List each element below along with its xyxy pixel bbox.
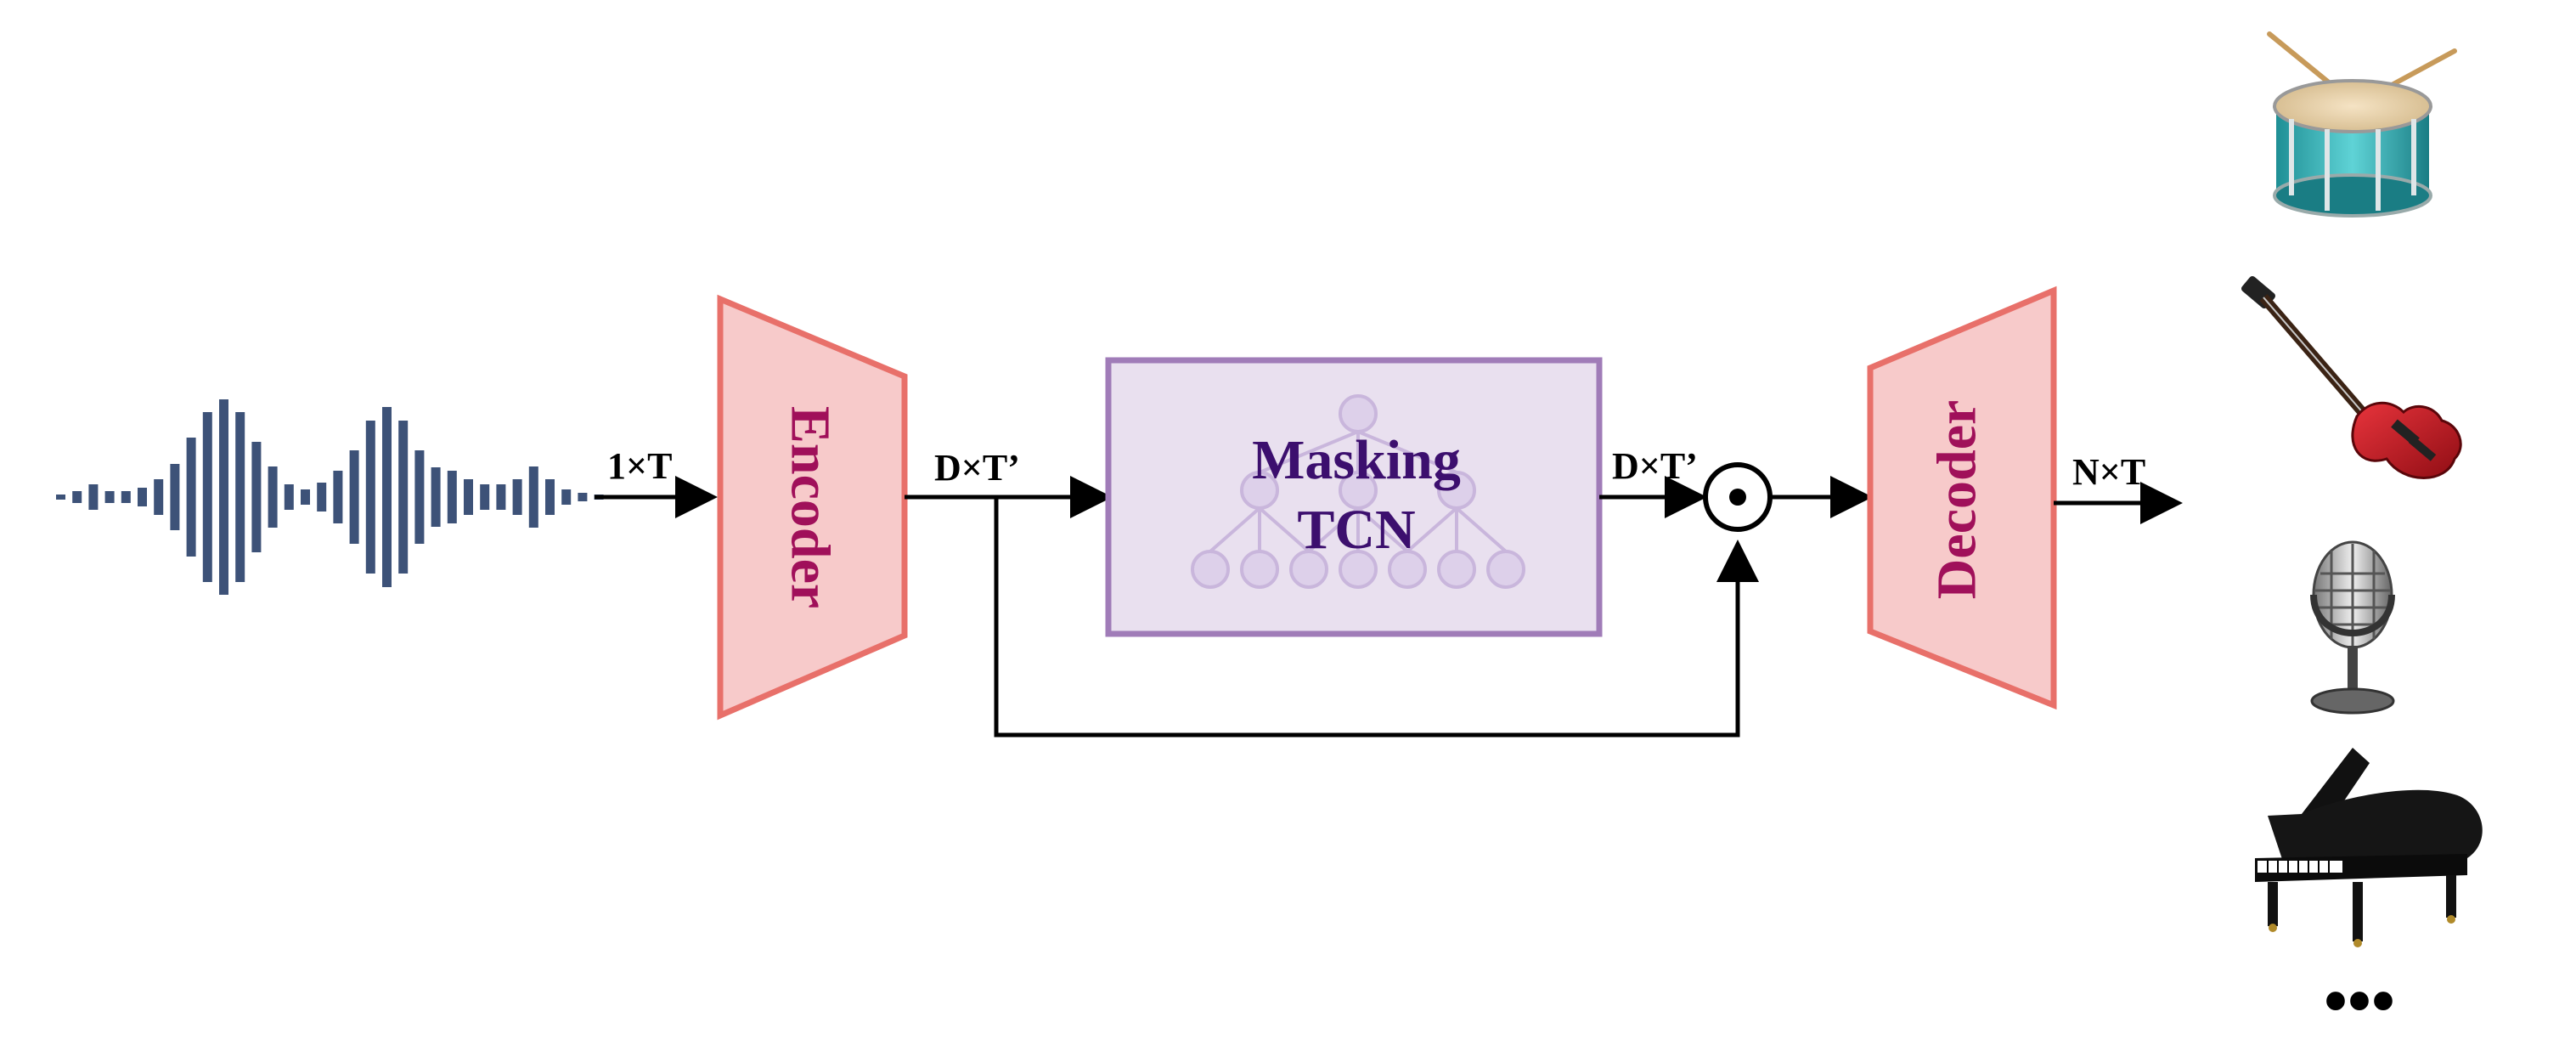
waveform-bar <box>512 479 522 515</box>
tcn-tree-edge <box>1356 506 1409 553</box>
elementwise-multiply-operator <box>1703 462 1773 532</box>
encoder-out-dim-label: D×T’ <box>934 447 1020 489</box>
waveform-bar <box>333 471 343 523</box>
tcn-tree-edge <box>1258 506 1311 553</box>
waveform-bar <box>480 484 490 510</box>
mask-out-dim-label: D×T’ <box>1612 445 1698 487</box>
waveform-bar <box>464 479 473 515</box>
tcn-label: TCN <box>1297 499 1415 561</box>
waveform-bar <box>251 442 262 552</box>
tcn-tree-node <box>1339 471 1378 510</box>
masking-label: Masking <box>1252 429 1461 491</box>
tcn-tree-edge <box>1209 506 1261 553</box>
tcn-tree-node <box>1191 550 1230 589</box>
waveform-bar <box>170 464 180 530</box>
waveform-bar <box>56 495 65 500</box>
input-dim-label: 1×T <box>607 445 672 487</box>
waveform-bar <box>88 484 99 510</box>
tcn-tree-node <box>1388 550 1427 589</box>
decoder-label: Decoder <box>1926 400 1988 600</box>
tcn-tree-edge <box>1357 430 1457 474</box>
bass-guitar-icon <box>2241 275 2462 479</box>
waveform-bar <box>431 467 441 527</box>
waveform-bar <box>104 491 115 503</box>
waveform-bar <box>121 491 131 503</box>
waveform-bar <box>72 491 82 503</box>
waveform-bar <box>154 479 164 515</box>
waveform-bar <box>365 421 375 574</box>
tcn-tree-edge <box>1307 506 1360 553</box>
waveform-bar <box>349 450 359 544</box>
tcn-dilation-tree-icon <box>1191 394 1525 589</box>
audio-waveform-icon <box>56 399 604 595</box>
encoder-label: Encoder <box>780 406 842 608</box>
tcn-tree-edge <box>1406 506 1458 553</box>
tcn-tree-node <box>1486 550 1525 589</box>
waveform-bar <box>138 488 147 506</box>
waveform-bar <box>561 489 572 505</box>
waveform-bar <box>528 466 538 528</box>
tcn-tree-node <box>1240 471 1279 510</box>
tcn-tree-node <box>1339 550 1378 589</box>
drum-icon <box>2267 31 2457 218</box>
more-sources-ellipsis: ••• <box>2324 964 2395 1039</box>
tcn-tree-node <box>1289 550 1328 589</box>
waveform-bar <box>186 438 196 557</box>
tcn-tree-node <box>1339 394 1378 433</box>
waveform-bar <box>545 479 555 515</box>
skip-connection-arrow <box>994 497 1759 738</box>
waveform-bar <box>284 484 294 510</box>
tcn-tree-node <box>1240 550 1279 589</box>
tcn-tree-node <box>1437 550 1476 589</box>
encoder-block: Encoder <box>717 294 908 721</box>
waveform-bar <box>578 493 588 501</box>
tcn-tree-edge <box>1455 506 1508 553</box>
waveform-bar <box>235 412 245 582</box>
tcn-tree-node <box>1437 471 1476 510</box>
waveform-bar <box>447 471 457 523</box>
output-dim-label: N×T <box>2072 451 2145 493</box>
waveform-bar <box>268 466 278 528</box>
masking-tcn-block: Masking TCN <box>1105 357 1603 637</box>
waveform-bar <box>398 421 409 574</box>
waveform-bar <box>202 412 212 582</box>
waveform-bar <box>317 483 327 512</box>
waveform-bar <box>496 484 506 510</box>
waveform-bar <box>301 489 310 505</box>
microphone-icon <box>2310 540 2395 715</box>
waveform-bar <box>382 407 392 587</box>
tcn-tree-edge <box>1259 430 1359 474</box>
waveform-bar <box>219 399 228 595</box>
decoder-block: Decoder <box>1867 285 2057 710</box>
grand-piano-icon <box>2255 748 2483 947</box>
waveform-bar <box>414 450 425 544</box>
